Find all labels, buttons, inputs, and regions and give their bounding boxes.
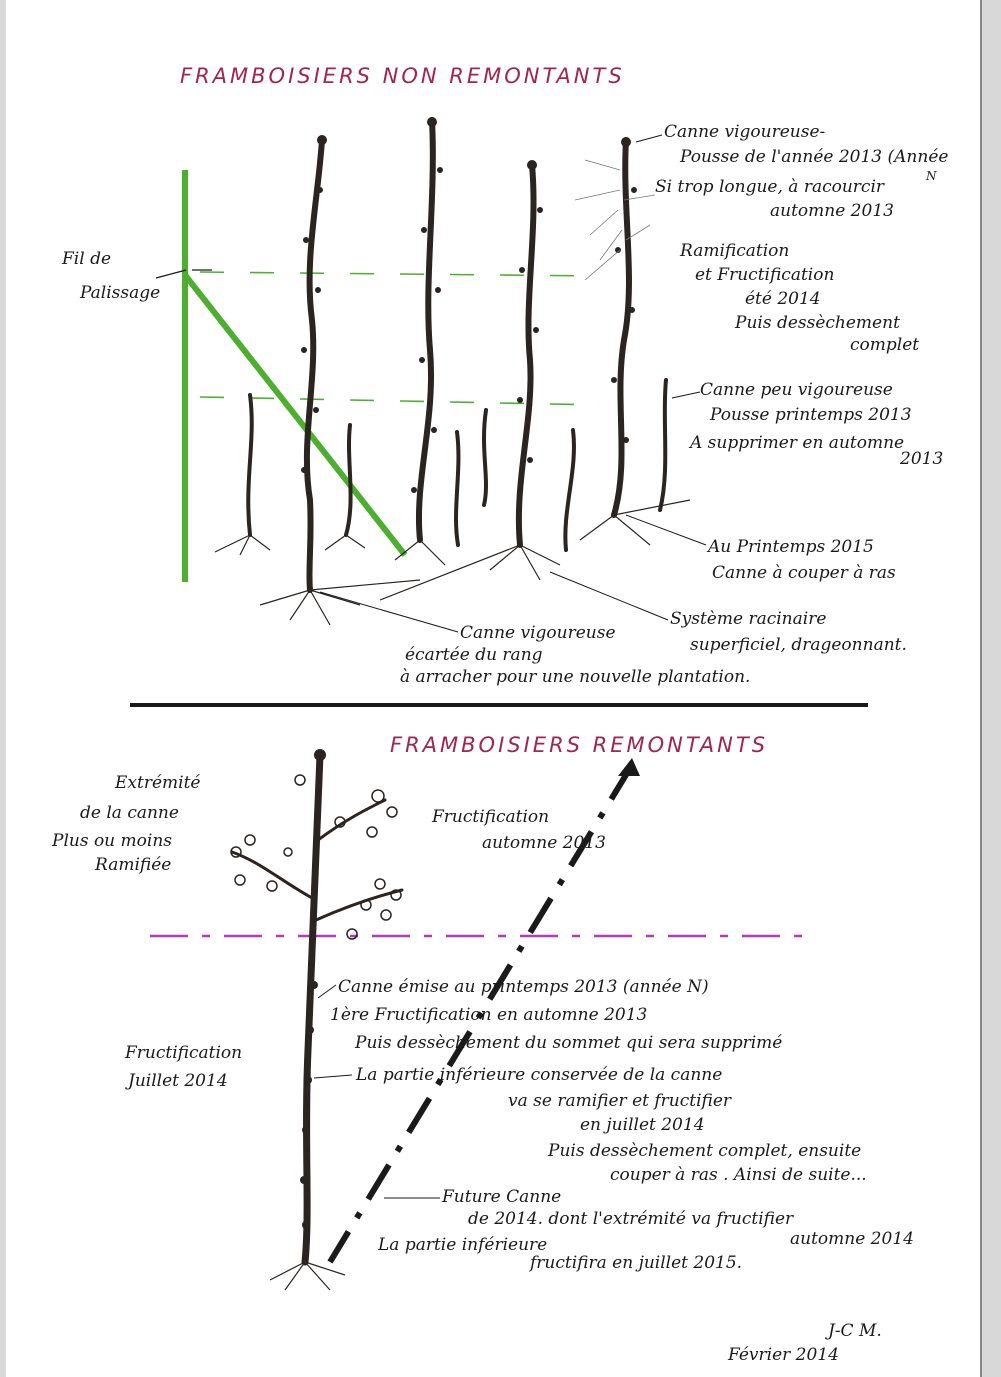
- svg-text:Canne à couper à ras: Canne à couper à ras: [712, 563, 896, 583]
- svg-text:1ère Fructification en automne: 1ère Fructification en automne 2013: [330, 1005, 647, 1025]
- svg-text:Fructification: Fructification: [431, 807, 549, 827]
- svg-text:Fil de: Fil de: [61, 249, 111, 269]
- svg-text:Canne vigoureuse-: Canne vigoureuse-: [664, 122, 826, 142]
- svg-text:Puis dessèchement complet, ens: Puis dessèchement complet, ensuite: [547, 1141, 861, 1161]
- svg-text:en juillet 2014: en juillet 2014: [580, 1115, 705, 1135]
- svg-text:Palissage: Palissage: [79, 283, 160, 303]
- svg-text:La partie inférieure conservée: La partie inférieure conservée de la can…: [355, 1065, 722, 1085]
- svg-text:va se ramifier et fructifier: va se ramifier et fructifier: [508, 1091, 732, 1111]
- svg-text:de 2014. dont l'extrémité va f: de 2014. dont l'extrémité va fructifier: [468, 1209, 794, 1229]
- title-non-remontants: FRAMBOISIERS NON REMONTANTS: [180, 64, 625, 88]
- title-remontants: FRAMBOISIERS REMONTANTS: [390, 733, 768, 757]
- svg-text:La partie inférieure: La partie inférieure: [377, 1235, 547, 1255]
- svg-text:Canne vigoureuse: Canne vigoureuse: [460, 623, 616, 643]
- svg-text:2013: 2013: [899, 449, 943, 469]
- svg-text:J-C M.: J-C M.: [825, 1321, 882, 1341]
- svg-text:automne 2013: automne 2013: [770, 201, 894, 221]
- svg-text:automne 2014: automne 2014: [790, 1229, 914, 1249]
- svg-text:Canne peu vigoureuse: Canne peu vigoureuse: [700, 380, 893, 400]
- svg-text:Canne émise au printemps 2013: Canne émise au printemps 2013 (année N): [338, 977, 709, 997]
- svg-text:Février 2014: Février 2014: [727, 1345, 839, 1365]
- svg-text:N: N: [925, 169, 937, 183]
- svg-text:et Fructification: et Fructification: [695, 265, 834, 285]
- svg-text:Extrémité: Extrémité: [114, 773, 200, 793]
- svg-text:à arracher pour une nouvelle p: à arracher pour une nouvelle plantation.: [400, 667, 750, 687]
- svg-text:Ramification: Ramification: [679, 241, 789, 261]
- svg-text:Fructification: Fructification: [124, 1043, 242, 1063]
- svg-text:superficiel, drageonnant.: superficiel, drageonnant.: [690, 635, 907, 655]
- svg-text:Ramifiée: Ramifiée: [94, 855, 171, 875]
- svg-text:Si trop longue, à racourcir: Si trop longue, à racourcir: [655, 177, 885, 197]
- svg-text:été 2014: été 2014: [745, 289, 821, 309]
- svg-text:fructifira en juillet 2015.: fructifira en juillet 2015.: [528, 1253, 742, 1273]
- svg-text:automne 2013: automne 2013: [482, 833, 606, 853]
- svg-text:de la canne: de la canne: [80, 803, 179, 823]
- svg-text:Au Printemps 2015: Au Printemps 2015: [706, 537, 874, 557]
- svg-text:Pousse printemps 2013: Pousse printemps 2013: [709, 405, 912, 425]
- svg-text:Puis dessèchement: Puis dessèchement: [734, 313, 900, 333]
- svg-text:écartée du rang: écartée du rang: [405, 645, 543, 665]
- svg-text:Puis dessèchement du sommet qu: Puis dessèchement du sommet qui sera sup…: [354, 1033, 782, 1053]
- svg-text:Plus ou moins: Plus ou moins: [51, 831, 172, 851]
- svg-text:complet: complet: [850, 335, 919, 355]
- svg-text:Future Canne: Future Canne: [441, 1187, 561, 1207]
- svg-text:couper à ras . Ainsi de suite.: couper à ras . Ainsi de suite...: [610, 1165, 867, 1185]
- svg-text:A supprimer en automne: A supprimer en automne: [688, 433, 904, 453]
- svg-text:Système racinaire: Système racinaire: [670, 609, 826, 629]
- svg-text:Juillet 2014: Juillet 2014: [125, 1071, 228, 1091]
- svg-text:Pousse de l'année 2013 (Année: Pousse de l'année 2013 (Année: [679, 147, 948, 167]
